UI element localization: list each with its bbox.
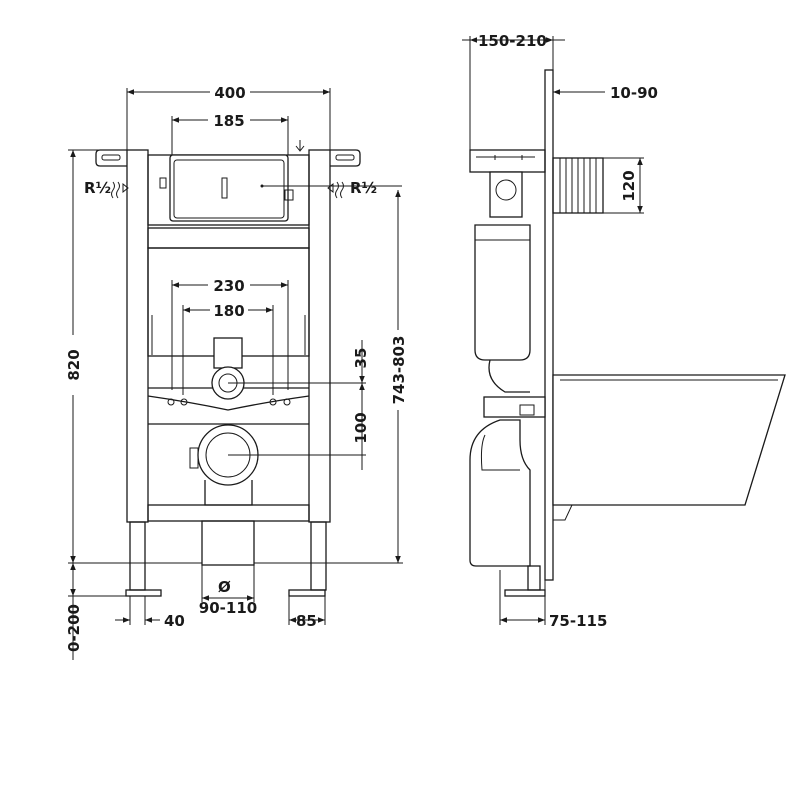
dim-flush-height: 35 <box>352 348 370 369</box>
waste-bend <box>469 419 531 567</box>
dim-bolt-inner: 180 <box>213 302 244 320</box>
dim-height-total: 820 <box>65 349 83 380</box>
right-post <box>308 149 331 523</box>
dim-connector-height: 120 <box>620 170 638 201</box>
dim-pan-height: 743-803 <box>390 336 408 405</box>
side-foot <box>504 589 546 597</box>
wc-pan <box>552 374 786 506</box>
wall-panel <box>544 69 554 581</box>
dim-inlet-left: R½ <box>84 179 111 197</box>
dim-foot-width: 85 <box>296 612 317 630</box>
dim-leg-width: 40 <box>164 612 185 630</box>
dim-outlet-offset: 100 <box>352 412 370 443</box>
dim-pipe-diameter: 90-110 <box>199 599 257 617</box>
dim-flush-plate: 185 <box>213 112 244 130</box>
arrow-down-icon <box>295 140 305 152</box>
dim-foot-depth: 75-115 <box>549 612 607 630</box>
dim-leg-adjust: 0-200 <box>65 604 83 652</box>
dim-bolt-outer: 230 <box>213 277 244 295</box>
front-view: 400 185 R½ R½ 820 743-803 230 180 35 100 <box>65 84 408 660</box>
left-post <box>126 149 149 523</box>
left-bracket <box>95 149 127 167</box>
right-foot <box>288 589 326 597</box>
cistern <box>474 224 531 361</box>
flush-pipe <box>213 337 243 369</box>
waste-pipe <box>201 520 255 566</box>
cistern-access-box <box>169 154 289 222</box>
side-view: 150-210 10-90 120 75-115 <box>462 32 786 630</box>
dim-wall-thickness: 10-90 <box>610 84 658 102</box>
dim-pipe-symbol: Ø <box>218 578 231 596</box>
left-foot <box>125 589 162 597</box>
dim-width-total: 400 <box>214 84 245 102</box>
right-bracket <box>330 149 361 167</box>
dim-depth: 150-210 <box>478 32 547 50</box>
dim-inlet-right: R½ <box>350 179 377 197</box>
